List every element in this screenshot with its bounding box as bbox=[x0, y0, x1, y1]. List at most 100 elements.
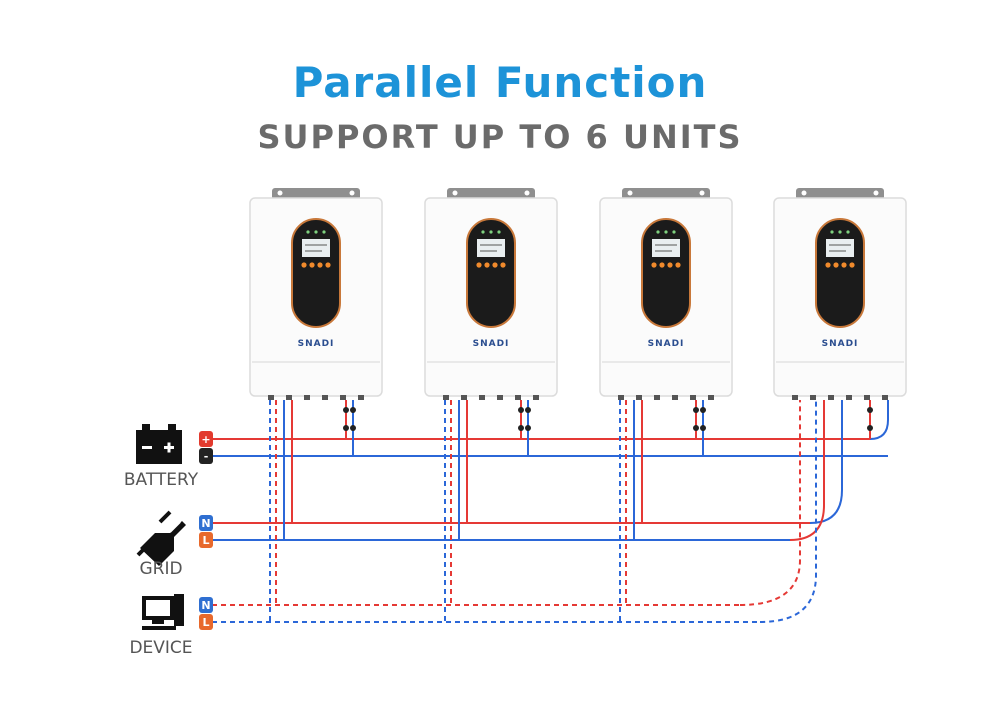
status-led bbox=[314, 230, 318, 234]
status-led bbox=[664, 230, 668, 234]
control-button bbox=[667, 262, 673, 268]
plus-sign bbox=[167, 442, 171, 453]
bus-tail bbox=[739, 400, 801, 606]
terminal-badge bbox=[199, 597, 213, 613]
terminal-port bbox=[340, 395, 346, 400]
terminal-port bbox=[654, 395, 660, 400]
status-led bbox=[489, 230, 493, 234]
connector-dot bbox=[350, 407, 356, 413]
inverter-unit: SNADI bbox=[424, 188, 558, 400]
control-button bbox=[659, 262, 665, 268]
connector-dot bbox=[518, 425, 524, 431]
connector-dot bbox=[867, 425, 873, 431]
lcd-screen bbox=[477, 239, 505, 257]
connector-dot bbox=[518, 407, 524, 413]
bracket-hole bbox=[801, 190, 807, 196]
connector-dot bbox=[350, 425, 356, 431]
wiring-layer bbox=[212, 400, 889, 623]
bracket-hole bbox=[627, 190, 633, 196]
computer-icon bbox=[142, 594, 184, 630]
monitor-screen bbox=[146, 600, 170, 616]
terminal-badge bbox=[199, 614, 213, 630]
control-button bbox=[833, 262, 839, 268]
device-label: DEVICE bbox=[129, 638, 193, 658]
battery-post bbox=[168, 424, 176, 430]
diagram-title: Parallel Function bbox=[292, 58, 708, 107]
status-led bbox=[656, 230, 660, 234]
terminal-badge bbox=[199, 515, 213, 531]
terminal-symbol: N bbox=[201, 517, 210, 530]
mounting-bracket bbox=[447, 188, 535, 200]
status-led bbox=[846, 230, 850, 234]
inverter-unit: SNADI bbox=[773, 188, 907, 400]
brand-logo: SNADI bbox=[822, 339, 859, 349]
terminal-symbol: L bbox=[202, 534, 209, 547]
brand-logo: SNADI bbox=[648, 339, 685, 349]
terminal-symbol: - bbox=[204, 450, 209, 463]
mounting-bracket bbox=[622, 188, 710, 200]
battery-icon bbox=[136, 424, 182, 464]
bracket-hole bbox=[452, 190, 458, 196]
bracket-hole bbox=[524, 190, 530, 196]
terminal-port bbox=[515, 395, 521, 400]
terminal-port bbox=[443, 395, 449, 400]
terminal-port bbox=[304, 395, 310, 400]
terminal-port bbox=[461, 395, 467, 400]
monitor-stand bbox=[152, 620, 164, 624]
diagram-subtitle: SUPPORT UP TO 6 UNITS bbox=[257, 118, 743, 156]
status-led bbox=[838, 230, 842, 234]
lcd-screen bbox=[826, 239, 854, 257]
battery-label: BATTERY bbox=[123, 470, 199, 490]
bracket-hole bbox=[277, 190, 283, 196]
terminal-port bbox=[286, 395, 292, 400]
mounting-bracket bbox=[796, 188, 884, 200]
control-button bbox=[484, 262, 490, 268]
bracket-hole bbox=[349, 190, 355, 196]
status-led bbox=[306, 230, 310, 234]
control-button bbox=[492, 262, 498, 268]
control-button bbox=[325, 262, 331, 268]
bus-tail bbox=[809, 400, 843, 524]
inverters-layer: SNADI SNADI SNADI SNADI bbox=[249, 188, 907, 400]
plug-body bbox=[140, 521, 186, 566]
lcd-screen bbox=[652, 239, 680, 257]
connector-dot bbox=[700, 407, 706, 413]
connector-dot bbox=[525, 407, 531, 413]
terminal-port bbox=[618, 395, 624, 400]
terminal-port bbox=[533, 395, 539, 400]
terminal-port bbox=[882, 395, 888, 400]
display-panel bbox=[466, 218, 516, 328]
terminal-port bbox=[864, 395, 870, 400]
terminal-port bbox=[497, 395, 503, 400]
display-panel bbox=[291, 218, 341, 328]
plug-icon bbox=[136, 510, 186, 566]
control-button bbox=[309, 262, 315, 268]
connector-dot bbox=[867, 407, 873, 413]
brand-logo: SNADI bbox=[298, 339, 335, 349]
control-button bbox=[651, 262, 657, 268]
terminal-port bbox=[708, 395, 714, 400]
terminal-port bbox=[636, 395, 642, 400]
terminal-port bbox=[810, 395, 816, 400]
terminal-port bbox=[672, 395, 678, 400]
terminal-badge bbox=[199, 532, 213, 548]
terminal-port bbox=[690, 395, 696, 400]
terminal-port bbox=[322, 395, 328, 400]
control-button bbox=[841, 262, 847, 268]
control-button bbox=[301, 262, 307, 268]
plug-cord bbox=[136, 546, 147, 557]
terminal-badge bbox=[199, 431, 213, 447]
bracket-hole bbox=[873, 190, 879, 196]
terminal-badge bbox=[199, 448, 213, 464]
terminal-symbol: + bbox=[201, 433, 210, 446]
status-led bbox=[830, 230, 834, 234]
bus-tail bbox=[869, 400, 889, 440]
terminal-port bbox=[792, 395, 798, 400]
terminal-port bbox=[846, 395, 852, 400]
bus-tail bbox=[789, 400, 825, 541]
control-button bbox=[825, 262, 831, 268]
plug-prong bbox=[158, 510, 172, 524]
connector-dot bbox=[525, 425, 531, 431]
